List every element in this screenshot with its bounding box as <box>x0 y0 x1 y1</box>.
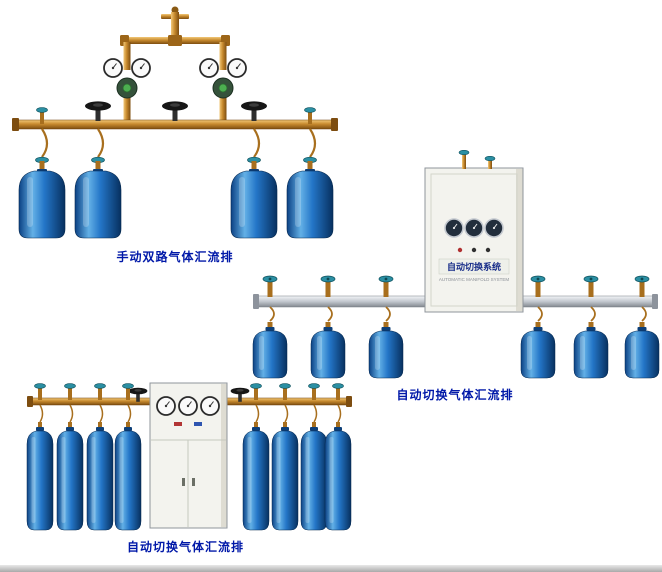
page-bottom-border <box>0 565 662 572</box>
gas-cylinder <box>114 421 142 531</box>
pressure-gauge <box>178 396 198 416</box>
cylinder-valve-riser <box>279 383 291 401</box>
cylinder-valve-riser <box>94 383 106 401</box>
indicator-red <box>174 422 182 426</box>
cylinder-valve-riser <box>378 275 394 298</box>
gas-cylinder <box>18 156 66 239</box>
product-auto-switch-manifold-wall: 自动切换系统 AUTOMATIC MANIFOLD SYSTEM <box>250 150 660 403</box>
cylinder-valve-riser <box>250 383 262 401</box>
pressure-gauge <box>484 218 504 238</box>
product-caption: 自动切换气体汇流排 <box>396 388 514 402</box>
control-cabinet <box>424 167 524 313</box>
gas-cylinder <box>242 421 270 531</box>
pressure-gauge <box>200 396 220 416</box>
gas-cylinder <box>56 421 84 531</box>
gas-cylinder <box>324 421 352 531</box>
cylinder-valve-riser <box>634 275 650 298</box>
cylinder-valve-riser <box>583 275 599 298</box>
gas-cylinder <box>368 321 404 379</box>
gas-cylinder <box>624 321 660 379</box>
cabinet-inlet-fittings <box>458 150 496 169</box>
cabinet-sublabel: AUTOMATIC MANIFOLD SYSTEM <box>439 277 510 282</box>
handwheel-valve <box>85 101 111 121</box>
door-handle <box>192 478 195 486</box>
cylinder-valve-riser <box>530 275 546 298</box>
gas-cylinder <box>252 321 288 379</box>
door-handle <box>182 478 185 486</box>
product-auto-switch-manifold-floor: 自动切换气体汇流排 <box>18 378 353 555</box>
manual-dual-manifold-photo <box>12 6 338 239</box>
gas-cylinder <box>573 321 609 379</box>
cabinet-label-plate <box>438 258 510 275</box>
auto-switch-manifold-photo: 自动切换系统 AUTOMATIC MANIFOLD SYSTEM <box>252 150 660 379</box>
indicator-blue <box>194 422 202 426</box>
gas-cylinder <box>300 421 328 531</box>
gas-cylinder <box>86 421 114 531</box>
inlet-piping <box>120 6 230 70</box>
cylinder-valve-riser <box>34 383 46 401</box>
cabinet-label: 自动切换系统 <box>447 261 501 272</box>
pigtail-connections <box>41 128 317 158</box>
product-caption: 手动双路气体汇流排 <box>116 250 234 264</box>
pressure-gauge <box>464 218 484 238</box>
handwheel-valve <box>241 101 267 121</box>
gas-cylinder <box>74 156 122 239</box>
pigtail-connections <box>39 404 342 423</box>
indicator-lights <box>457 247 491 253</box>
cylinder-valve-riser <box>308 383 320 401</box>
gas-cylinder <box>310 321 346 379</box>
gas-cylinder <box>520 321 556 379</box>
auto-switch-manifold-floor-photo <box>26 382 352 531</box>
pressure-gauge <box>156 396 176 416</box>
product-caption: 自动切换气体汇流排 <box>126 540 244 554</box>
gas-cylinder <box>271 421 299 531</box>
gas-cylinder <box>26 421 54 531</box>
cylinder-valve-riser <box>262 275 278 298</box>
cylinder-valve-riser <box>332 383 344 401</box>
pigtail-connections <box>269 306 647 322</box>
pressure-gauge <box>444 218 464 238</box>
cylinder-valve-riser <box>320 275 336 298</box>
cylinder-valve-riser <box>64 383 76 401</box>
product-manual-dual-manifold: 手动双路气体汇流排 <box>10 6 340 265</box>
handwheel-valve <box>162 101 188 121</box>
